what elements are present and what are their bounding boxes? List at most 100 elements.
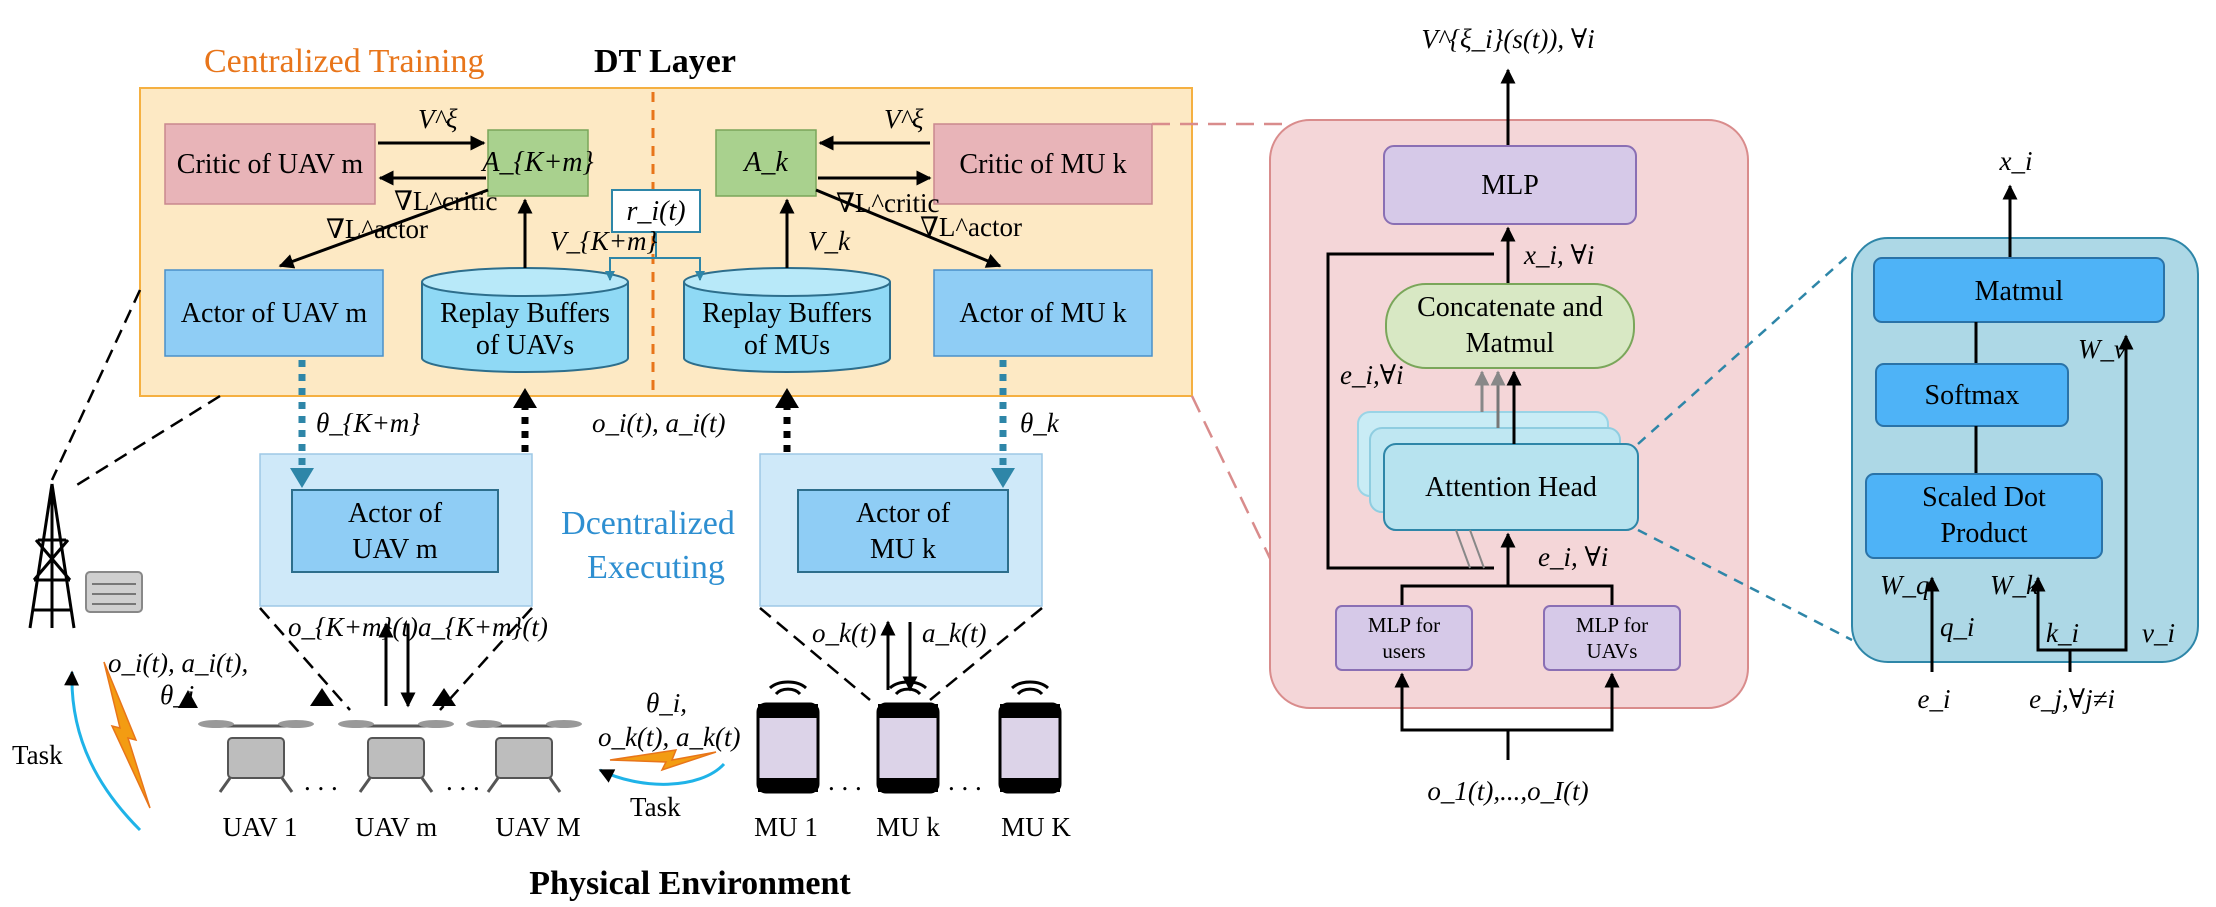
- replay-uavs-line2: of UAVs: [476, 330, 574, 361]
- mu-dots-1: . . .: [828, 766, 862, 796]
- exec-actor-mu-line1: Actor of: [856, 498, 951, 529]
- exec-actor-uav-box: [291, 489, 499, 573]
- theta-k-plus-m: θ_{K+m}: [316, 408, 420, 438]
- attn-head-label: Attention Head: [1425, 472, 1597, 503]
- task-arrow-left: [64, 670, 142, 832]
- v-k-plus-m: V_{K+m}: [550, 226, 658, 256]
- mu-dots-2: . . .: [948, 766, 982, 796]
- actor-mu-label: Actor of MU k: [959, 298, 1126, 329]
- actor-uav-label: Actor of UAV m: [181, 298, 368, 329]
- softmax-label: Softmax: [1925, 380, 2020, 411]
- o-k-plus-m: o_{K+m}(t): [288, 612, 418, 642]
- exec-actor-uav-line1: Actor of: [348, 498, 443, 529]
- mlp-merge-lines: [1400, 584, 1614, 606]
- v-i-label: v_i: [2142, 618, 2175, 648]
- matmul-box: [1873, 257, 2165, 323]
- drone-icon-m: [338, 720, 454, 793]
- w-v-label: W_v: [2078, 334, 2126, 364]
- critic-uav-label: Critic of UAV m: [177, 149, 364, 180]
- replay-mus-line2: of MUs: [744, 330, 830, 361]
- e-i-label-left: e_i,∀i: [1340, 360, 1404, 390]
- physical-env-title: Physical Environment: [529, 865, 851, 902]
- grad-actor-left: ∇L^actor: [326, 214, 428, 244]
- drone-icon-M: [466, 720, 582, 793]
- decentralized-line1: Dcentralized: [561, 505, 735, 542]
- a-k-box: [715, 129, 817, 197]
- mlp-users-line2: users: [1382, 639, 1425, 663]
- lightning-icon-mid: [609, 749, 717, 772]
- dt-layer-title: DT Layer: [594, 43, 736, 80]
- exec-actor-mu-box: [797, 489, 1009, 573]
- attn-to-concat-arrows: [1474, 370, 1522, 444]
- attn-input-arrows: [1924, 334, 2134, 672]
- o-k-exec: o_k(t): [812, 618, 876, 648]
- drone-up-arrow-1: [310, 688, 334, 706]
- critic-net-top-label: V^{ξ_i}(s(t)), ∀i: [1421, 24, 1594, 54]
- scaled-line1: Scaled Dot: [1922, 482, 2046, 513]
- replay-mus-line1: Replay Buffers: [702, 298, 872, 329]
- mlp-uavs-line2: UAVs: [1587, 639, 1638, 663]
- exec-funnels: [50, 289, 1043, 711]
- input-arrows: [1394, 672, 1620, 760]
- lightning-icon-left: [103, 661, 151, 809]
- grad-critic-left: ∇L^critic: [394, 186, 497, 216]
- mlp-uavs-line1: MLP for: [1576, 613, 1648, 637]
- reward-arrows: [605, 232, 705, 281]
- phone-icon-k: [876, 680, 940, 794]
- attn-top-label: x_i: [1999, 146, 2033, 176]
- drone-up-arrow-2: [432, 688, 456, 706]
- softmax-box: [1875, 363, 2069, 427]
- critic-input-label: o_1(t),...,o_I(t): [1427, 776, 1588, 806]
- exec-io-arrows: [378, 620, 918, 708]
- obs-action-label: o_i(t), a_i(t): [592, 408, 725, 438]
- scaled-dot-box: [1865, 473, 2103, 559]
- mlp-users-line1: MLP for: [1368, 613, 1440, 637]
- phone-icon-K: [998, 680, 1062, 794]
- x-i-label: x_i, ∀i: [1523, 240, 1594, 270]
- bs-obs-line1: o_i(t), a_i(t),: [108, 648, 248, 678]
- reward-label: r_i(t): [626, 196, 685, 227]
- phone-icon-1: [756, 680, 820, 794]
- grad-actor-right: ∇L^actor: [920, 212, 1022, 242]
- theta-k: θ_k: [1020, 408, 1060, 438]
- concat-line2: Matmul: [1466, 328, 1555, 359]
- a-k-plus-m-exec: a_{K+m}(t): [418, 612, 548, 642]
- w-q-label: W_q: [1880, 570, 1930, 600]
- e-to-stack-lines: [1455, 529, 1485, 569]
- a-k-exec: a_k(t): [922, 618, 986, 648]
- task-mid-label: Task: [630, 792, 681, 822]
- replay-buffer-uavs: Replay Buffers of UAVs: [421, 267, 629, 373]
- dt-arrows: [278, 135, 1002, 269]
- task-arrow-mid: [598, 762, 726, 786]
- a-k-plus-m-box: [487, 129, 589, 197]
- attn-zoom-lines: [1637, 251, 1853, 642]
- skip-connection: [1326, 252, 1494, 570]
- matmul-label: Matmul: [1975, 276, 2064, 307]
- exec-actor-uav-line2: UAV m: [352, 534, 438, 565]
- replay-uavs-line1: Replay Buffers: [440, 298, 610, 329]
- scaled-line2: Product: [1940, 518, 2027, 549]
- mu-k-label: MU k: [876, 812, 940, 842]
- base-station-icon: [28, 483, 143, 629]
- uav-dots-1: . . .: [304, 766, 338, 796]
- uav-dots-2: . . .: [446, 766, 480, 796]
- critic-mlp-box: [1383, 145, 1637, 225]
- replay-buffer-mus: Replay Buffers of MUs: [683, 267, 891, 373]
- exec-dotted-arrows: [290, 360, 1015, 488]
- uav-M-label: UAV M: [495, 812, 580, 842]
- mid-line1: θ_i,: [646, 688, 687, 718]
- v-xi-right: V^ξ: [884, 104, 924, 134]
- critic-mu-label: Critic of MU k: [959, 149, 1126, 180]
- task-left-label: Task: [12, 740, 63, 770]
- uav-m-label: UAV m: [355, 812, 437, 842]
- critic-mu-box: [933, 123, 1153, 205]
- k-i-label: k_i: [2046, 618, 2079, 648]
- e-i-input: e_i: [1918, 684, 1951, 714]
- actor-mu-box: [933, 269, 1153, 357]
- v-k: V_k: [808, 226, 851, 256]
- decentralized-line2: Executing: [587, 549, 725, 586]
- concat-box: [1385, 283, 1635, 369]
- a-k-label: A_k: [742, 147, 788, 178]
- centralized-training-title: Centralized Training: [204, 43, 484, 80]
- attn-head-box: [1383, 443, 1639, 531]
